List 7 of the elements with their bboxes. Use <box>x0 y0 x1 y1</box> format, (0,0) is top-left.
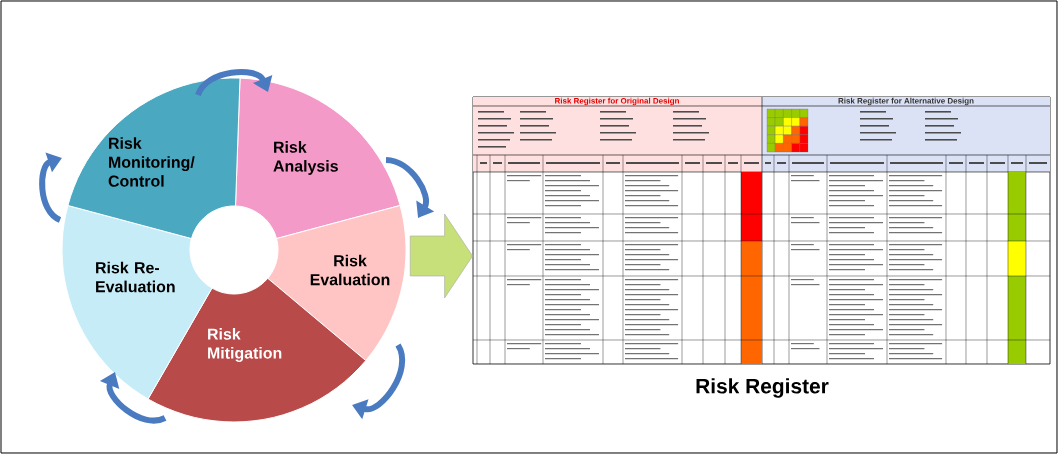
curved-arrow <box>195 69 273 97</box>
wheel-segment: Risk Analysis <box>235 77 401 240</box>
block-arrow <box>409 213 473 299</box>
wheel-segment: Risk Monitoring/ Control <box>67 77 241 240</box>
curved-arrow <box>385 157 435 218</box>
curved-arrow <box>39 152 62 223</box>
node-label: Risk Register <box>696 378 829 398</box>
